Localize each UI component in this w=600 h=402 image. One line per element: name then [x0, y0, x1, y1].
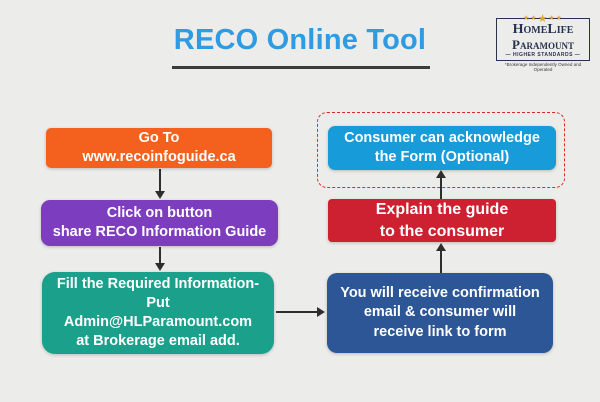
step-text-line: www.recoinfoguide.ca [82, 149, 236, 165]
arrow-line-confirmation-to-explain [440, 250, 442, 273]
step-consumer-acknowledge: Consumer can acknowledge the Form (Optio… [328, 126, 556, 170]
arrow-line-explain-to-acknowledge [440, 177, 442, 199]
arrow-right-icon [317, 307, 325, 317]
step-text-line: Fill the Required Information- [56, 275, 260, 292]
arrow-line-fill-to-confirmation [276, 311, 318, 313]
step-fill-required-information: Fill the Required Information- Put Admin… [42, 272, 274, 354]
arrow-up-icon [436, 243, 446, 251]
step-text-line: Go To [138, 129, 180, 146]
step-text-line: You will receive confirmation [340, 285, 540, 302]
step-click-share-button: Click on button share RECO Information G… [41, 200, 278, 246]
logo-wordmark-box: HomeLife Paramount — HIGHER STANDARDS — [496, 18, 590, 62]
step-text-line: Put [146, 294, 170, 311]
arrow-up-icon [436, 170, 446, 178]
arrow-line-click-to-fill [159, 247, 161, 264]
page-title: RECO Online Tool [173, 24, 427, 56]
step-receive-confirmation: You will receive confirmation email & co… [327, 273, 553, 353]
arrow-down-icon [155, 191, 165, 199]
logo-stars-icon: ★★★★★ [523, 13, 563, 25]
step-text-line: receive link to form [373, 323, 507, 340]
logo-subtext: *Brokerage Independently Owned and Opera… [504, 62, 582, 72]
title-underline [172, 66, 430, 69]
step-text-line: share RECO Information Guide [52, 224, 267, 240]
logo-name-paramount: Paramount [512, 36, 574, 52]
step-text-line: at Brokerage email add. [76, 333, 240, 350]
step-text-line: to the consumer [379, 222, 505, 240]
step-explain-guide: Explain the guide to the consumer [328, 199, 556, 242]
arrow-down-icon [155, 263, 165, 271]
step-text-line: Admin@HLParamount.com [63, 314, 253, 330]
homelife-paramount-logo: ★★★★★ HomeLife Paramount — HIGHER STANDA… [496, 10, 590, 72]
logo-tagline: — HIGHER STANDARDS — [505, 52, 581, 59]
step-text-line: Consumer can acknowledge [344, 129, 540, 146]
step-text-line: Click on button [106, 204, 213, 221]
step-text-line: Explain the guide [375, 201, 509, 219]
logo-name-homelife: HomeLife [512, 22, 574, 37]
step-go-to-site: Go To www.recoinfoguide.ca [46, 128, 272, 168]
arrow-line-goto-to-click [159, 169, 161, 192]
step-text-line: email & consumer will [363, 304, 517, 321]
step-text-line: the Form (Optional) [374, 149, 510, 165]
